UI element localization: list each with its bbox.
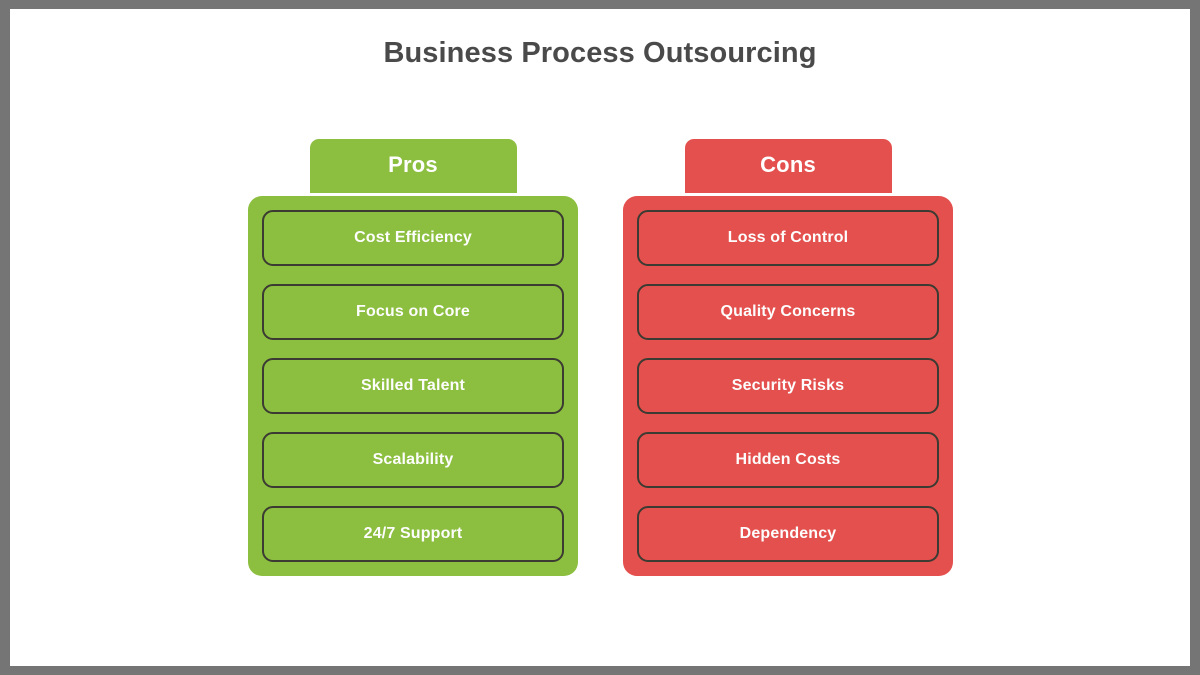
pros-item[interactable]: Focus on Core (262, 284, 564, 340)
cons-item-label: Hidden Costs (735, 451, 841, 468)
cons-item-label: Dependency (739, 525, 837, 542)
pros-item-label: 24/7 Support (363, 525, 463, 542)
pros-column: Pros Cost Efficiency Focus on Core Skill… (248, 139, 578, 576)
page-title: Business Process Outsourcing (383, 37, 817, 69)
cons-column: Cons Loss of Control Quality Concerns Se… (623, 139, 953, 576)
cons-item[interactable]: Loss of Control (637, 210, 939, 266)
cons-header-tab[interactable]: Cons (684, 139, 892, 193)
cons-item-label: Security Risks (731, 377, 845, 394)
pros-header-label: Pros (388, 152, 438, 177)
pros-panel: Cost Efficiency Focus on Core Skilled Ta… (248, 196, 578, 576)
cons-item[interactable]: Hidden Costs (637, 432, 939, 488)
pros-item[interactable]: Skilled Talent (262, 358, 564, 414)
pros-item-label: Skilled Talent (360, 377, 466, 394)
pros-item[interactable]: 24/7 Support (262, 506, 564, 562)
cons-header-label: Cons (760, 152, 816, 177)
cons-panel: Loss of Control Quality Concerns Securit… (623, 196, 953, 576)
cons-item-label: Loss of Control (727, 229, 849, 246)
cons-item[interactable]: Security Risks (637, 358, 939, 414)
cons-item[interactable]: Dependency (637, 506, 939, 562)
pros-item[interactable]: Scalability (262, 432, 564, 488)
pros-item-label: Focus on Core (356, 303, 470, 320)
pros-item-label: Cost Efficiency (354, 229, 472, 246)
pros-item[interactable]: Cost Efficiency (262, 210, 564, 266)
slide-canvas: Business Process Outsourcing Pros Cost E… (10, 9, 1190, 666)
cons-item[interactable]: Quality Concerns (637, 284, 939, 340)
pros-item-label: Scalability (372, 451, 454, 468)
pros-header-tab[interactable]: Pros (309, 139, 517, 193)
cons-item-label: Quality Concerns (720, 303, 856, 320)
